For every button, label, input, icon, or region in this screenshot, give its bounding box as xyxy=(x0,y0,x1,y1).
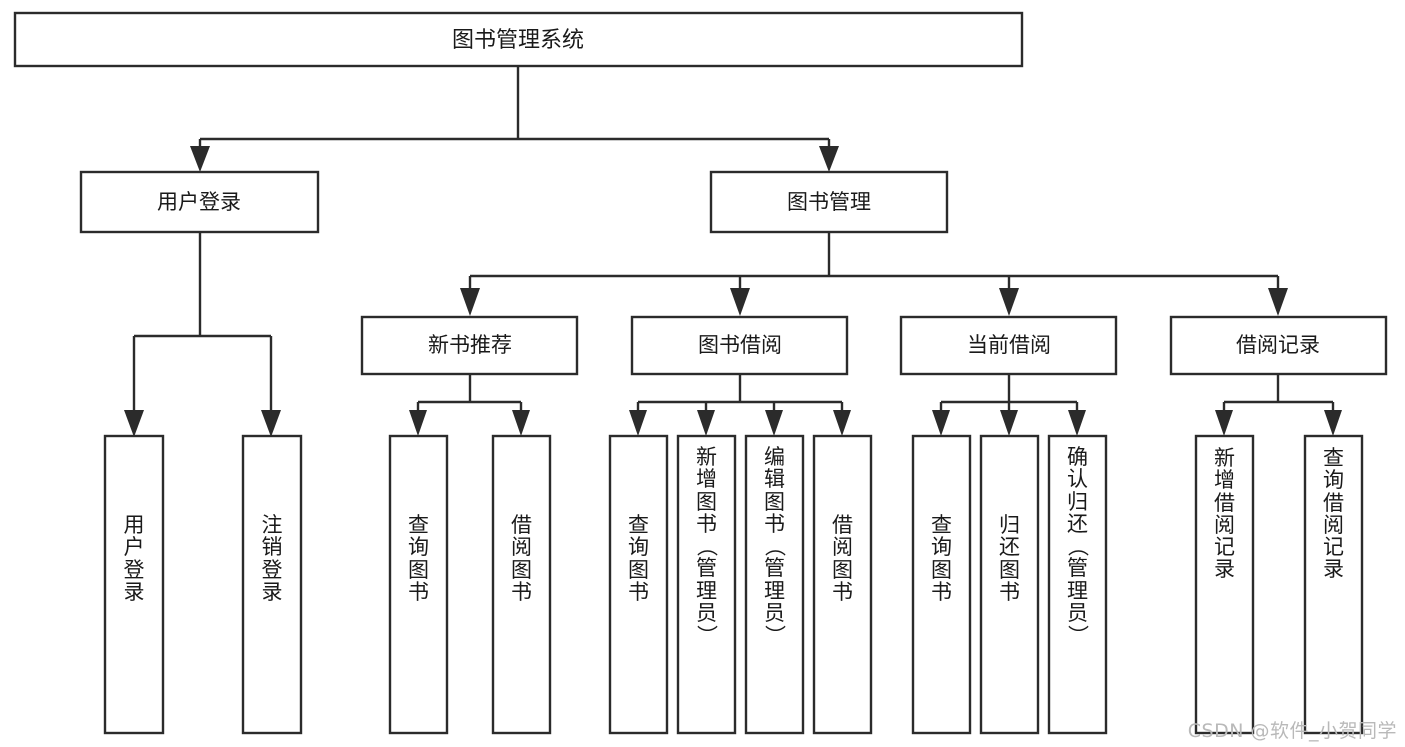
arrow-to-leaf-add-book xyxy=(697,410,715,436)
arrow-to-leaf-add-record xyxy=(1215,410,1233,436)
connectors xyxy=(124,66,1342,437)
node-borrow-record-label: 借阅记录 xyxy=(1236,333,1320,357)
node-leaf-query-book-nbr-box[interactable] xyxy=(388,434,449,735)
arrow-to-leaf-borrow-book-nbr xyxy=(512,410,530,436)
node-book-management[interactable]: 图书管理 xyxy=(709,170,949,234)
node-user-login-box[interactable] xyxy=(79,170,320,234)
node-current-borrow-label: 当前借阅 xyxy=(967,333,1051,357)
node-current-borrow[interactable]: 当前借阅 xyxy=(899,315,1118,376)
node-current-borrow-box[interactable] xyxy=(899,315,1118,376)
node-book-borrow[interactable]: 图书借阅 xyxy=(630,315,849,376)
node-leaf-query-book-cb-box[interactable] xyxy=(911,434,972,735)
arrow-to-leaf-query-record xyxy=(1324,410,1342,436)
node-book-borrow-label: 图书借阅 xyxy=(698,333,782,357)
arrow-to-leaf-confirm-return xyxy=(1068,410,1086,436)
arrow-to-borrow-record xyxy=(1268,288,1288,316)
node-leaf-add-record-box[interactable] xyxy=(1194,434,1255,735)
node-new-book-recommend-label: 新书推荐 xyxy=(428,333,512,357)
arrow-to-book-management xyxy=(819,146,839,172)
arrow-to-current-borrow xyxy=(999,288,1019,316)
node-leaf-confirm-return-box[interactable] xyxy=(1047,434,1108,735)
node-leaf-query-record-box[interactable] xyxy=(1303,434,1364,735)
node-book-management-label: 图书管理 xyxy=(787,190,871,214)
arrow-to-leaf-borrow-book-bb xyxy=(833,410,851,436)
node-borrow-record-box[interactable] xyxy=(1169,315,1388,376)
node-leaf-user-login-box[interactable] xyxy=(103,434,165,735)
arrow-to-leaf-query-book-nbr xyxy=(409,410,427,436)
arrow-to-leaf-logout xyxy=(261,410,281,437)
csdn-watermark: CSDN @软件_小贺同学 xyxy=(1187,720,1397,742)
node-new-book-recommend-box[interactable] xyxy=(360,315,579,376)
node-user-login[interactable]: 用户登录 xyxy=(79,170,320,234)
arrow-to-leaf-query-book-cb xyxy=(932,410,950,436)
node-leaf-edit-book-box[interactable] xyxy=(744,434,805,735)
arrow-to-leaf-return-book xyxy=(1000,410,1018,436)
arrow-to-new-book-recommend xyxy=(460,288,480,316)
node-leaf-logout-box[interactable] xyxy=(241,434,303,735)
node-leaf-add-book-box[interactable] xyxy=(676,434,737,735)
node-root-label: 图书管理系统 xyxy=(452,28,584,53)
arrow-to-user-login xyxy=(190,146,210,172)
node-borrow-record[interactable]: 借阅记录 xyxy=(1169,315,1388,376)
node-leaf-query-book-bb-box[interactable] xyxy=(608,434,669,735)
node-book-management-box[interactable] xyxy=(709,170,949,234)
leaf-boxes xyxy=(103,434,1364,735)
node-leaf-borrow-book-bb-box[interactable] xyxy=(812,434,873,735)
arrow-to-leaf-user-login xyxy=(124,410,144,437)
node-user-login-label: 用户登录 xyxy=(157,190,241,214)
arrow-to-leaf-query-book-bb xyxy=(629,410,647,436)
node-book-borrow-box[interactable] xyxy=(630,315,849,376)
node-leaf-borrow-book-nbr-box[interactable] xyxy=(491,434,552,735)
node-root-box[interactable] xyxy=(13,11,1024,68)
node-new-book-recommend[interactable]: 新书推荐 xyxy=(360,315,579,376)
arrow-to-book-borrow xyxy=(730,288,750,316)
arrow-to-leaf-edit-book xyxy=(765,410,783,436)
node-root[interactable]: 图书管理系统 xyxy=(13,11,1024,68)
node-leaf-return-book-box[interactable] xyxy=(979,434,1040,735)
